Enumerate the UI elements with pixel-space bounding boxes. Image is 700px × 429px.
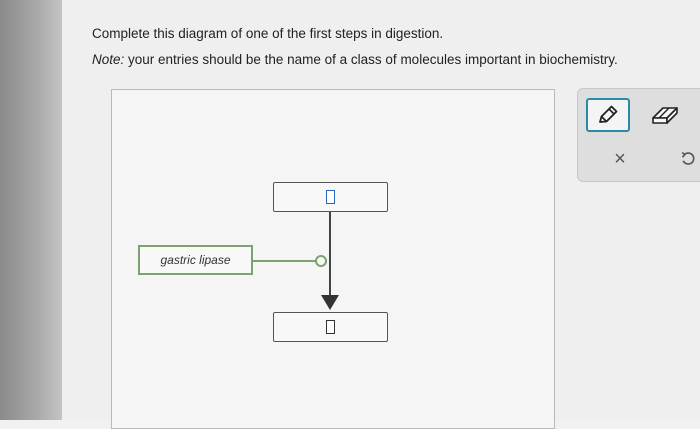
product-input-cursor[interactable] xyxy=(326,320,335,334)
close-icon: × xyxy=(614,147,626,170)
reaction-arrowhead xyxy=(321,295,339,310)
enzyme-connector-dot xyxy=(315,255,327,267)
instructions: Complete this diagram of one of the firs… xyxy=(92,26,618,67)
instructions-note: Note: your entries should be the name of… xyxy=(92,52,618,67)
product-answer-box[interactable] xyxy=(273,312,388,342)
note-text: your entries should be the name of a cla… xyxy=(124,52,618,67)
reactant-input-cursor[interactable] xyxy=(326,190,335,204)
pencil-icon xyxy=(599,105,618,123)
undo-icon xyxy=(681,151,695,165)
left-background-strip xyxy=(0,0,62,420)
reactant-answer-box[interactable] xyxy=(273,182,388,212)
pencil-tool-button[interactable] xyxy=(586,98,630,132)
note-label: Note: xyxy=(92,52,125,67)
enzyme-label-box: gastric lipase xyxy=(138,245,253,275)
clear-button[interactable]: × xyxy=(608,147,632,171)
eraser-icon xyxy=(652,107,678,124)
diagram-connectors xyxy=(253,212,339,310)
instructions-line-1: Complete this diagram of one of the firs… xyxy=(92,26,444,41)
drawing-toolbox: × xyxy=(577,88,700,182)
undo-button[interactable] xyxy=(676,147,700,171)
eraser-tool-button[interactable] xyxy=(648,100,682,130)
